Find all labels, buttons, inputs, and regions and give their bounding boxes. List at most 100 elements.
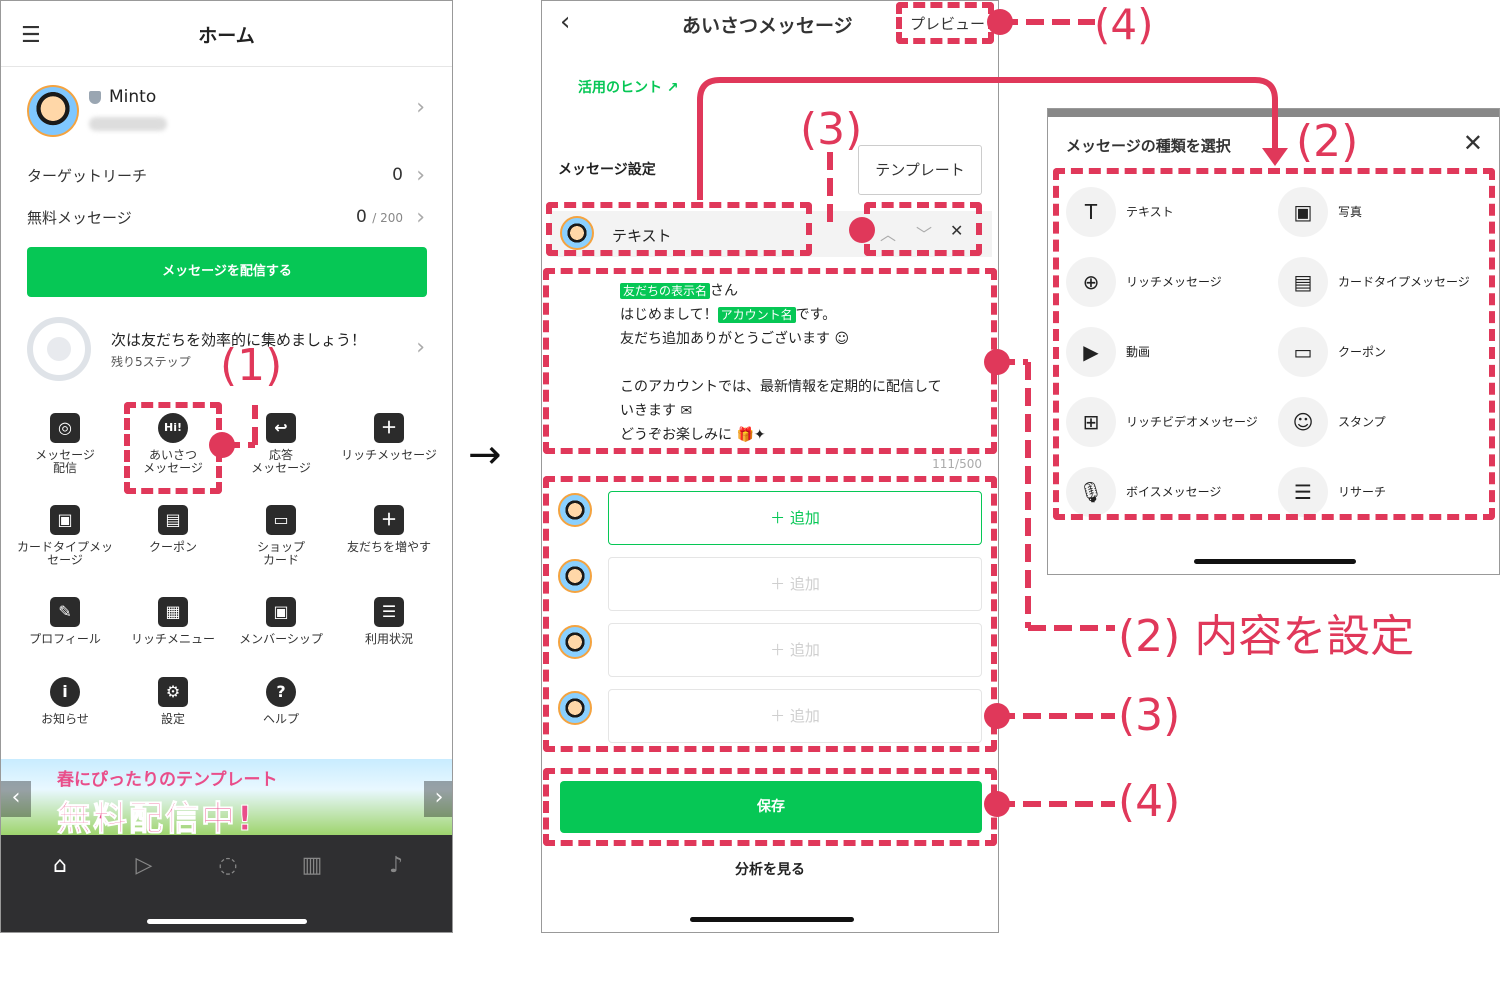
video-icon: ▶ xyxy=(1066,327,1116,377)
close-icon[interactable]: ✕ xyxy=(950,221,964,240)
feature-rich-menu[interactable]: ▦リッチメニュー xyxy=(119,597,227,646)
message-type-label: テキスト xyxy=(612,227,672,245)
type-option-label: リサーチ xyxy=(1338,485,1387,499)
broadcast-icon: ◎ xyxy=(50,413,80,443)
type-option-label: ボイスメッセージ xyxy=(1126,485,1222,499)
avatar xyxy=(558,559,592,593)
highlight-type-row xyxy=(546,202,812,256)
annotation-dot xyxy=(209,432,235,458)
feature-label: プロフィール xyxy=(29,632,101,646)
banner-next-icon[interactable]: › xyxy=(424,781,452,817)
feature-card-type[interactable]: ▣カードタイプメッ セージ xyxy=(11,505,119,567)
move-up-icon[interactable]: ︿ xyxy=(880,225,897,244)
steps-card[interactable]: 次は友だちを効率的に集めましょう！ 残り5ステップ › xyxy=(27,317,427,381)
broadcast-button[interactable]: メッセージを配信する xyxy=(27,247,427,297)
save-button[interactable]: 保存 xyxy=(560,781,982,833)
external-link-icon: ↗ xyxy=(666,80,679,96)
banner-prev-icon[interactable]: ‹ xyxy=(1,781,31,817)
account-name-tag[interactable]: アカウント名 xyxy=(717,307,796,323)
feature-coupon[interactable]: ▤クーポン xyxy=(119,505,227,554)
feature-reply[interactable]: ↩ 応答 メッセージ xyxy=(227,413,335,475)
friend-name-tag[interactable]: 友だちの表示名 xyxy=(620,283,711,299)
annotation-dot xyxy=(984,349,1010,375)
feature-add-friend[interactable]: ＋友だちを増やす xyxy=(335,505,443,554)
type-option-label: 動画 xyxy=(1126,345,1151,359)
feature-gear[interactable]: ⚙設定 xyxy=(119,677,227,726)
home-header: ☰ ホーム xyxy=(1,1,452,67)
chevron-right-icon: › xyxy=(416,163,425,188)
highlight-save xyxy=(543,768,997,846)
rich-message-icon: ⊕ xyxy=(1066,257,1116,307)
feature-info[interactable]: i お知らせ xyxy=(11,677,119,726)
message-text-editor[interactable]: 友だちの表示名さん はじめまして！アカウント名です。 友だち追加ありがとうござい… xyxy=(620,283,942,443)
add-message-button[interactable]: ＋ 追加 xyxy=(608,491,982,545)
feature-usage[interactable]: ☰利用状況 xyxy=(335,597,443,646)
analytics-tab-icon[interactable]: ▥ xyxy=(301,853,323,878)
annotation-label-3: (3) xyxy=(1118,690,1181,741)
reply-icon: ↩ xyxy=(266,413,296,443)
feature-broadcast[interactable]: ◎メッセージ 配信 xyxy=(11,413,119,475)
hint-link[interactable]: 活用のヒント ↗ xyxy=(578,80,679,96)
rich-video-icon: ⊞ xyxy=(1066,397,1116,447)
annotation-dot xyxy=(984,703,1010,729)
hamburger-menu-icon[interactable]: ☰ xyxy=(21,23,41,48)
feature-rich-message[interactable]: ＋ リッチメッセージ xyxy=(335,413,443,462)
annotation-label-1: (1) xyxy=(220,340,283,391)
free-message-value: 0 / 200 xyxy=(356,207,403,227)
feature-label: 応答 メッセージ xyxy=(251,448,311,475)
steps-title: 次は友だちを効率的に集めましょう！ xyxy=(111,331,367,349)
voom-tab-icon[interactable]: ▷ xyxy=(135,853,153,878)
account-id-blurred xyxy=(89,117,167,131)
back-icon[interactable]: ‹ xyxy=(560,7,571,37)
message-type-row[interactable]: テキスト ︿ ﹀ ✕ xyxy=(550,211,992,257)
info-icon: i xyxy=(50,677,80,707)
shop-card-icon: ▭ xyxy=(266,505,296,535)
highlight-greeting-icon xyxy=(124,402,222,494)
feature-label: ショップ カード xyxy=(256,540,305,567)
home-indicator xyxy=(147,919,307,924)
feature-help[interactable]: ?ヘルプ xyxy=(227,677,335,726)
home-tab-icon[interactable]: ⌂ xyxy=(53,853,67,878)
highlight-type-options xyxy=(1053,168,1495,520)
feature-membership[interactable]: ▣メンバーシップ xyxy=(227,597,335,646)
close-icon[interactable]: ✕ xyxy=(1462,129,1483,157)
feature-label: あいさつ メッセージ xyxy=(143,448,203,475)
greeting-message-screen: ‹ あいさつメッセージ プレビュー 活用のヒント ↗ メッセージ設定 テンプレー… xyxy=(541,0,999,933)
feature-label: 利用状況 xyxy=(364,632,413,646)
template-button[interactable]: テンプレート xyxy=(858,145,982,195)
annotation-label-3: (3) xyxy=(800,104,863,155)
target-reach-row[interactable]: ターゲットリーチ 0 › xyxy=(27,163,427,191)
avatar xyxy=(558,493,592,527)
flow-arrow: → xyxy=(468,432,502,478)
avatar xyxy=(560,216,594,250)
feature-hi-bubble[interactable]: Hi!あいさつ メッセージ xyxy=(119,413,227,475)
free-message-row[interactable]: 無料メッセージ 0 / 200 › xyxy=(27,205,427,233)
add-message-button: ＋ 追加 xyxy=(608,623,982,677)
tab-bar: ⌂ ▷ ◌ ▥ ♪ xyxy=(1,835,452,932)
feature-label: お知らせ xyxy=(41,712,89,726)
text-icon: T xyxy=(1066,187,1116,237)
annotation-label-2: (2) xyxy=(1296,116,1359,167)
feature-label: リッチメッセージ xyxy=(341,448,437,462)
highlight-add-area xyxy=(543,476,997,752)
feature-label: メンバーシップ xyxy=(239,632,323,646)
preview-button[interactable]: プレビュー xyxy=(910,15,986,33)
feature-profile[interactable]: ✎プロフィール xyxy=(11,597,119,646)
feature-label: リッチメニュー xyxy=(130,632,215,646)
highlight-message-body xyxy=(543,268,997,454)
notification-tab-icon[interactable]: ♪ xyxy=(388,853,404,878)
move-down-icon[interactable]: ﹀ xyxy=(916,225,933,244)
add-message-button: ＋ 追加 xyxy=(608,557,982,611)
steps-remaining: 残り5ステップ xyxy=(111,355,191,369)
research-icon: ☰ xyxy=(1278,467,1328,517)
rich-message-icon: ＋ xyxy=(374,413,404,443)
banner-title: 無料配信中! xyxy=(57,799,255,836)
annotation-label-4: (4) xyxy=(1094,0,1154,49)
chevron-right-icon: › xyxy=(416,205,425,230)
feature-shop-card[interactable]: ▭ ショップ カード xyxy=(227,505,335,567)
template-banner[interactable]: 春にぴったりのテンプレート 無料配信中! ‹ › xyxy=(1,759,452,836)
chat-tab-icon[interactable]: ◌ xyxy=(218,853,238,878)
view-analysis-link[interactable]: 分析を見る xyxy=(735,862,805,878)
profile-card[interactable]: Minto › xyxy=(27,85,427,143)
